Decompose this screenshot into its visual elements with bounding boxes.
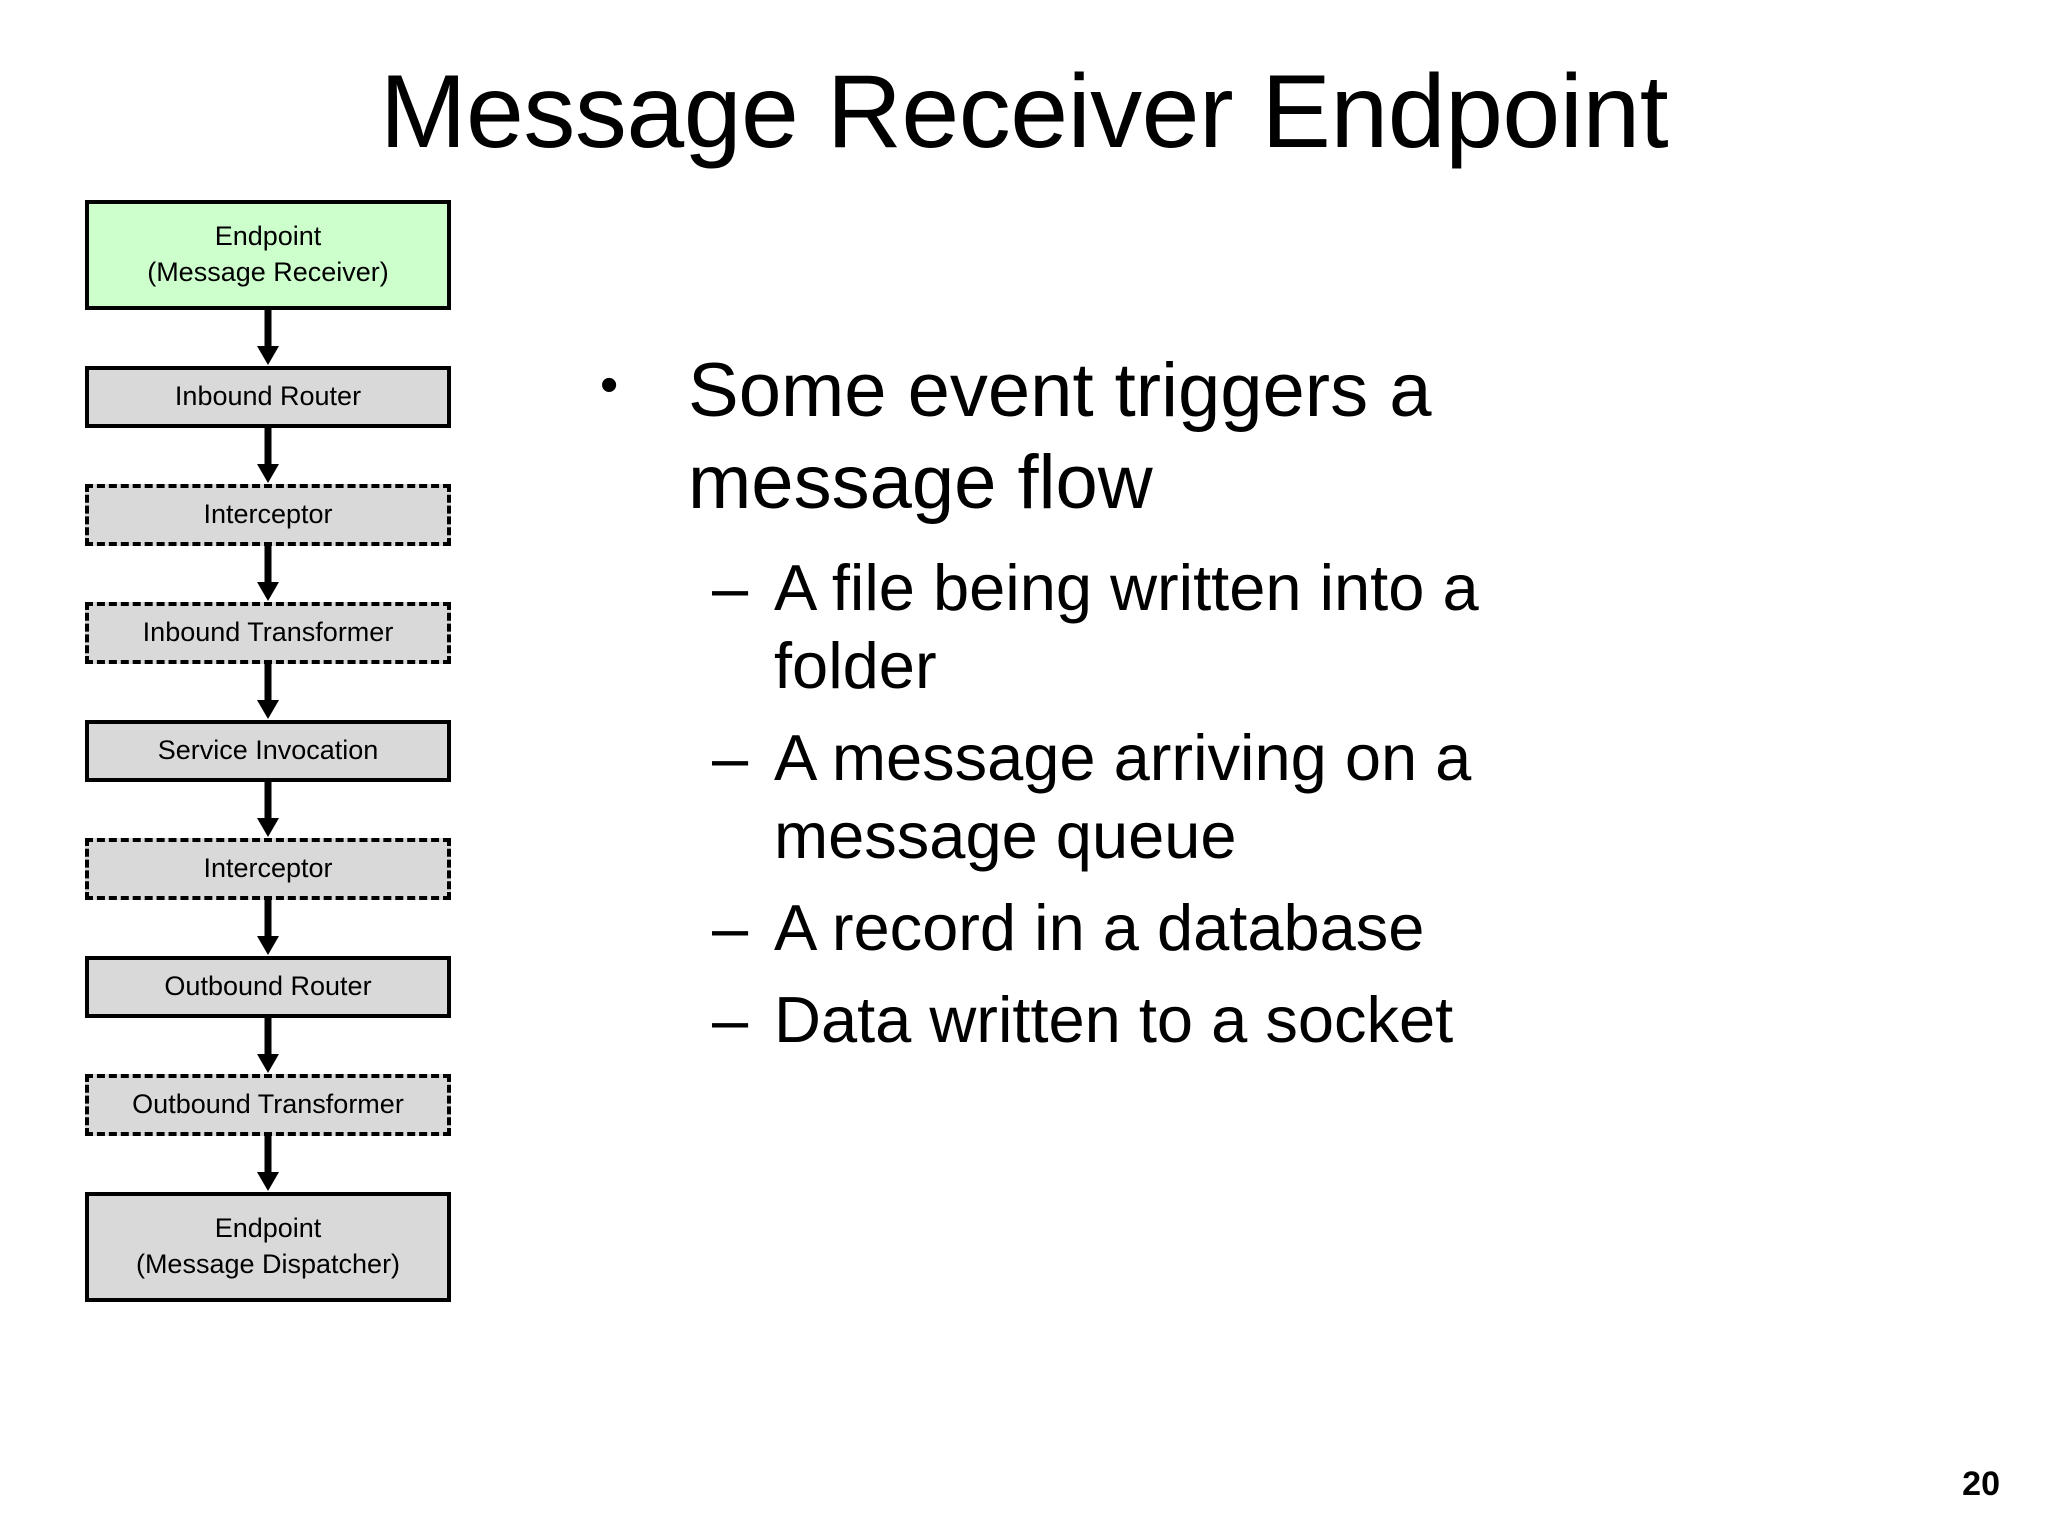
- down-arrow-icon: [257, 546, 279, 601]
- flow-connector: [85, 428, 451, 484]
- flow-node-sublabel: (Message Receiver): [147, 257, 389, 287]
- flow-node-interceptor-2: Interceptor: [85, 838, 451, 900]
- down-arrow-icon: [257, 1018, 279, 1073]
- flow-connector: [85, 782, 451, 838]
- content-body: • Some event triggers a message flow – A…: [600, 345, 1780, 1073]
- flow-connector: [85, 546, 451, 602]
- down-arrow-icon: [257, 782, 279, 837]
- flow-connector: [85, 310, 451, 366]
- flow-node-outbound-router: Outbound Router: [85, 956, 451, 1018]
- flow-node-label: Inbound Transformer: [142, 617, 394, 648]
- sub-bullet-item: – A file being written into a folder: [712, 549, 1780, 705]
- sub-bullet-text: A file being written into a folder: [774, 550, 1479, 702]
- down-arrow-icon: [257, 310, 279, 365]
- flow-node-label: Outbound Transformer: [132, 1089, 404, 1120]
- flow-node-label: Inbound Router: [174, 381, 362, 412]
- flow-node-label: Endpoint: [214, 1213, 322, 1244]
- sub-bullet-item: – A record in a database: [712, 889, 1780, 967]
- flow-node-endpoint-message-receiver: Endpoint (Message Receiver): [85, 200, 451, 310]
- page-number: 20: [1962, 1465, 2000, 1503]
- flow-node-label: Outbound Router: [164, 971, 372, 1002]
- flow-node-inbound-transformer: Inbound Transformer: [85, 602, 451, 664]
- down-arrow-icon: [257, 900, 279, 955]
- sub-bullet-text: Data written to a socket: [774, 982, 1454, 1056]
- bullet-marker-icon: •: [600, 356, 619, 414]
- flow-connector: [85, 1018, 451, 1074]
- down-arrow-icon: [257, 1136, 279, 1191]
- flow-node-outbound-transformer: Outbound Transformer: [85, 1074, 451, 1136]
- sub-bullet-text: A record in a database: [774, 890, 1425, 964]
- flow-connector: [85, 664, 451, 720]
- flow-node-label: Interceptor: [203, 853, 333, 884]
- sub-bullet-text: A message arriving on a message queue: [774, 720, 1472, 872]
- flow-node-label: Endpoint: [214, 221, 322, 252]
- flow-node-label: Interceptor: [203, 499, 333, 530]
- flow-diagram: Endpoint (Message Receiver) Inbound Rout…: [85, 200, 455, 1302]
- flow-node-sublabel: (Message Dispatcher): [135, 1249, 401, 1279]
- flow-connector: [85, 900, 451, 956]
- flow-node-endpoint-message-dispatcher: Endpoint (Message Dispatcher): [85, 1192, 451, 1302]
- flow-node-inbound-router: Inbound Router: [85, 366, 451, 428]
- dash-marker-icon: –: [712, 720, 749, 794]
- dash-marker-icon: –: [712, 890, 749, 964]
- down-arrow-icon: [257, 664, 279, 719]
- flow-node-service-invocation: Service Invocation: [85, 720, 451, 782]
- bullet-item: • Some event triggers a message flow: [600, 345, 1780, 529]
- page-title: Message Receiver Endpoint: [379, 54, 1669, 170]
- sub-bullet-item: – A message arriving on a message queue: [712, 719, 1780, 875]
- down-arrow-icon: [257, 428, 279, 483]
- flow-connector: [85, 1136, 451, 1192]
- flow-node-label: Service Invocation: [157, 735, 379, 766]
- bullet-text: Some event triggers a message flow: [688, 348, 1432, 525]
- sub-bullet-item: – Data written to a socket: [712, 981, 1780, 1059]
- dash-marker-icon: –: [712, 982, 749, 1056]
- dash-marker-icon: –: [712, 550, 749, 624]
- flow-node-interceptor-1: Interceptor: [85, 484, 451, 546]
